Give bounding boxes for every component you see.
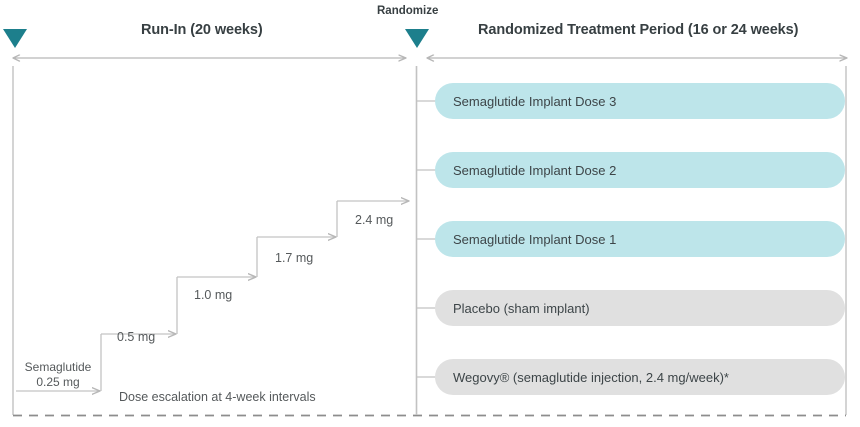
dose-step-label-2: 1.7 mg <box>275 251 314 265</box>
treatment-arm-implant-dose-1[interactable]: Semaglutide Implant Dose 1 <box>435 221 845 257</box>
starting-dose-label: Semaglutide 0.25 mg <box>16 360 100 390</box>
arm-label: Semaglutide Implant Dose 2 <box>453 162 617 178</box>
treatment-phase-title: Randomized Treatment Period (16 or 24 we… <box>478 22 799 38</box>
arm-label: Wegovy® (semaglutide injection, 2.4 mg/w… <box>453 369 729 385</box>
arm-label: Semaglutide Implant Dose 3 <box>453 93 617 109</box>
dose-step-label-1: 1.0 mg <box>194 288 233 302</box>
start-marker-icon <box>3 29 27 48</box>
treatment-arm-placebo[interactable]: Placebo (sham implant) <box>435 290 845 326</box>
randomize-marker-icon <box>405 29 429 48</box>
randomize-label: Randomize <box>377 5 439 17</box>
treatment-arm-implant-dose-3[interactable]: Semaglutide Implant Dose 3 <box>435 83 845 119</box>
escalation-note: Dose escalation at 4-week intervals <box>119 390 316 404</box>
dose-step-label-0: 0.5 mg <box>117 330 156 344</box>
arm-label: Semaglutide Implant Dose 1 <box>453 231 617 247</box>
treatment-arm-implant-dose-2[interactable]: Semaglutide Implant Dose 2 <box>435 152 845 188</box>
runin-phase-title: Run-In (20 weeks) <box>141 22 263 38</box>
treatment-arm-wegovy[interactable]: Wegovy® (semaglutide injection, 2.4 mg/w… <box>435 359 845 395</box>
starting-dose-line1: Semaglutide <box>24 360 92 374</box>
dose-step-label-3: 2.4 mg <box>355 213 394 227</box>
arm-label: Placebo (sham implant) <box>453 300 590 316</box>
starting-dose-line2: 0.25 mg <box>36 375 80 389</box>
